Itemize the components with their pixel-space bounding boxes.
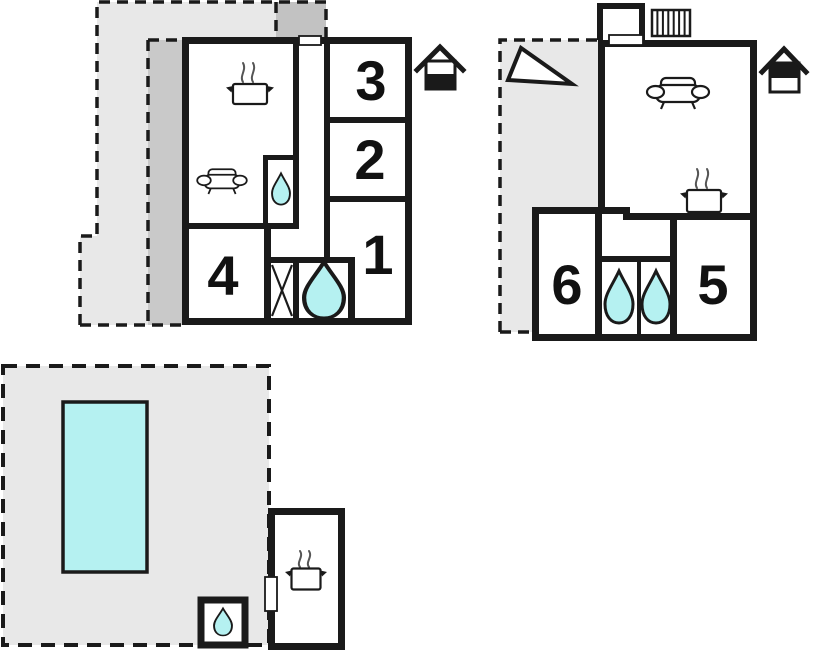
room-number-1: 1 (362, 223, 394, 286)
triangle-pointer-icon (505, 44, 579, 87)
terrace-patch-area (276, 2, 326, 37)
sofa-icon (196, 168, 248, 195)
terrace-dashed-border (498, 38, 598, 334)
cooking-pot-icon (226, 62, 274, 106)
ground-floor-plan (78, 0, 467, 327)
outdoor-area (1, 364, 345, 650)
swimming-pool (61, 400, 149, 574)
room-number-6: 6 (551, 253, 583, 316)
room-number-3: 3 (355, 49, 387, 112)
upper-floor-plan (498, 3, 810, 341)
building-floor (532, 207, 605, 341)
upper-floor-indicator-icon (758, 45, 810, 94)
outbuilding-shower (197, 596, 249, 649)
ground-floor-indicator-icon (413, 43, 467, 91)
cooking-pot-icon (680, 168, 728, 214)
door-marker (264, 576, 278, 612)
terrace-strip-area (148, 40, 182, 325)
door-marker (608, 34, 644, 46)
wall-structure (182, 37, 412, 325)
room-number-5: 5 (697, 253, 729, 316)
door-marker (298, 35, 322, 46)
outbuilding-kitchen (264, 508, 345, 650)
cooking-pot-icon (285, 550, 327, 591)
stairs-icon (650, 8, 692, 38)
terrace-dashed-border (1, 364, 271, 647)
terrace-area (500, 40, 598, 332)
room-number-2: 2 (354, 128, 386, 191)
sofa-icon (645, 76, 711, 110)
crossed-box-icon (270, 264, 294, 317)
terrace-dashed-border (78, 0, 328, 327)
room-number-4: 4 (207, 244, 239, 307)
